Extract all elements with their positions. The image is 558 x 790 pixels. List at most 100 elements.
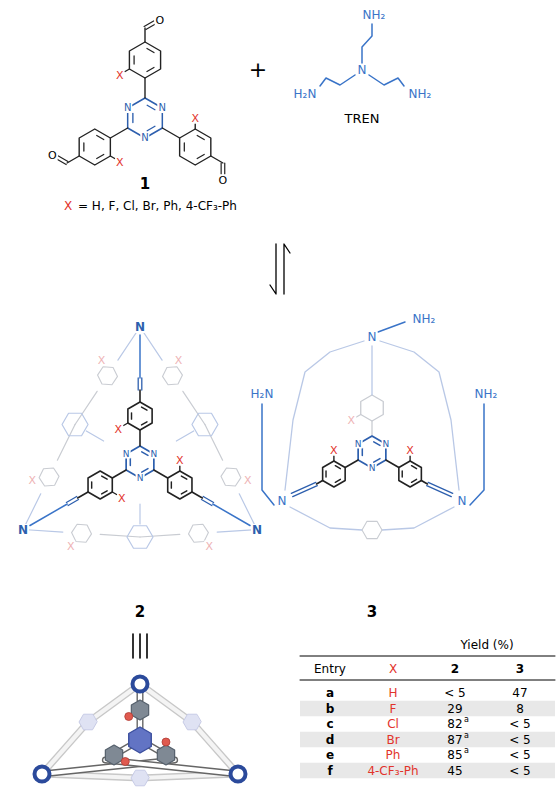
table-rule — [300, 680, 555, 681]
bond-line — [262, 404, 274, 505]
aromatic-bond — [402, 471, 403, 477]
atom-label: N — [357, 64, 368, 76]
ring-hexagon — [361, 395, 384, 421]
ring-hexagon — [399, 461, 422, 487]
aromatic-bond — [132, 114, 133, 123]
bond-line — [371, 421, 372, 437]
aromatic-bond — [147, 126, 155, 130]
atom-label: N — [123, 103, 132, 113]
aromatic-bond — [83, 143, 84, 151]
bond-line — [139, 430, 141, 446]
atom-label: N — [17, 524, 29, 536]
aromatic-bond — [142, 422, 147, 425]
bond-line — [386, 460, 399, 468]
table-cell: a — [326, 687, 334, 699]
ring-hexagon — [168, 471, 192, 499]
ring-hexagon — [157, 745, 174, 765]
model-tube — [140, 684, 192, 722]
table-cell: d — [326, 734, 335, 746]
double-bond — [293, 486, 318, 497]
table-cell: 4-CF₃-Ph — [367, 765, 418, 777]
model-tube — [42, 722, 88, 774]
ring-hexagon — [162, 367, 182, 385]
substituent-label: X — [97, 354, 107, 365]
bond-line — [317, 481, 323, 485]
substituent-label: X — [174, 354, 184, 365]
bond-line — [356, 415, 360, 418]
atom-label: O — [154, 14, 165, 25]
atom-label: N — [367, 331, 378, 343]
ring-hexagon — [62, 413, 88, 436]
bond-line — [205, 425, 223, 461]
atom-label: O — [218, 175, 229, 186]
bond-line — [345, 460, 358, 468]
aromatic-bond — [412, 479, 417, 482]
aromatic-bond — [102, 476, 107, 479]
ring-hexagon — [88, 471, 112, 499]
footnote-mark: a — [464, 732, 469, 740]
table-cell: c — [326, 718, 333, 730]
ring-hexagon — [127, 526, 153, 549]
amine-node — [35, 767, 50, 782]
aromatic-bond — [131, 413, 132, 419]
bond-line — [67, 156, 79, 163]
model-tube — [192, 722, 238, 774]
double-bond — [57, 159, 67, 165]
table-cell: 8 — [516, 703, 524, 715]
substituent-label: X — [115, 156, 125, 167]
table-header: X — [389, 663, 397, 675]
ring-hexagon — [79, 714, 97, 730]
aromatic-bond — [412, 466, 417, 469]
table-cell: H — [388, 687, 397, 699]
ring-hexagon — [39, 468, 59, 486]
ring-hexagon — [129, 42, 160, 78]
ring-hexagon — [72, 524, 92, 542]
table-cell: 87 — [447, 734, 462, 746]
substituent-label: X — [114, 423, 124, 434]
aromatic-bond — [335, 479, 340, 482]
bond-line — [211, 156, 223, 163]
bond-line — [57, 425, 75, 461]
aromatic-bond — [335, 466, 340, 469]
atom-label: N — [368, 464, 377, 473]
substituent-label: X — [64, 200, 72, 212]
substituent-label: X — [204, 541, 214, 552]
table-cell: 82 — [447, 718, 462, 730]
bond-line — [139, 504, 140, 524]
table-cell: b — [326, 703, 335, 715]
aromatic-bond — [362, 448, 364, 455]
footnote-mark: a — [464, 716, 469, 724]
bond-line — [195, 124, 196, 129]
amine-node — [133, 677, 148, 692]
aromatic-bond — [102, 491, 107, 494]
table-cell: Cl — [387, 718, 399, 730]
bond-line — [213, 504, 250, 526]
model-tube — [88, 684, 140, 722]
bond-line — [378, 322, 405, 332]
table-cell: < 5 — [509, 765, 531, 777]
amine-label: NH₂ — [475, 388, 498, 400]
aromatic-bond — [181, 476, 186, 479]
atom-label: O — [47, 149, 58, 160]
double-bond — [68, 500, 78, 506]
ring-hexagon — [362, 521, 382, 538]
bond-line — [320, 75, 355, 86]
bond-line — [112, 492, 116, 495]
aromatic-bond — [197, 136, 204, 140]
model-tube — [42, 722, 88, 774]
double-bond — [144, 21, 154, 27]
aromatic-bond — [142, 407, 147, 410]
bond-line — [139, 335, 141, 378]
aromatic-bond — [147, 67, 154, 71]
aromatic-bond — [171, 482, 172, 488]
compound-number: 3 — [367, 605, 377, 620]
bond-line — [112, 470, 126, 478]
bond-line — [382, 507, 454, 530]
bond-line — [75, 391, 97, 424]
amine-label: NH₂ — [409, 88, 432, 100]
substituent-list: = H, F, Cl, Br, Ph, 4-CF₃-Ph — [78, 200, 237, 212]
substituent-sphere — [125, 713, 133, 721]
amine-label: NH₂ — [363, 9, 386, 21]
table-cell: < 5 — [509, 734, 531, 746]
